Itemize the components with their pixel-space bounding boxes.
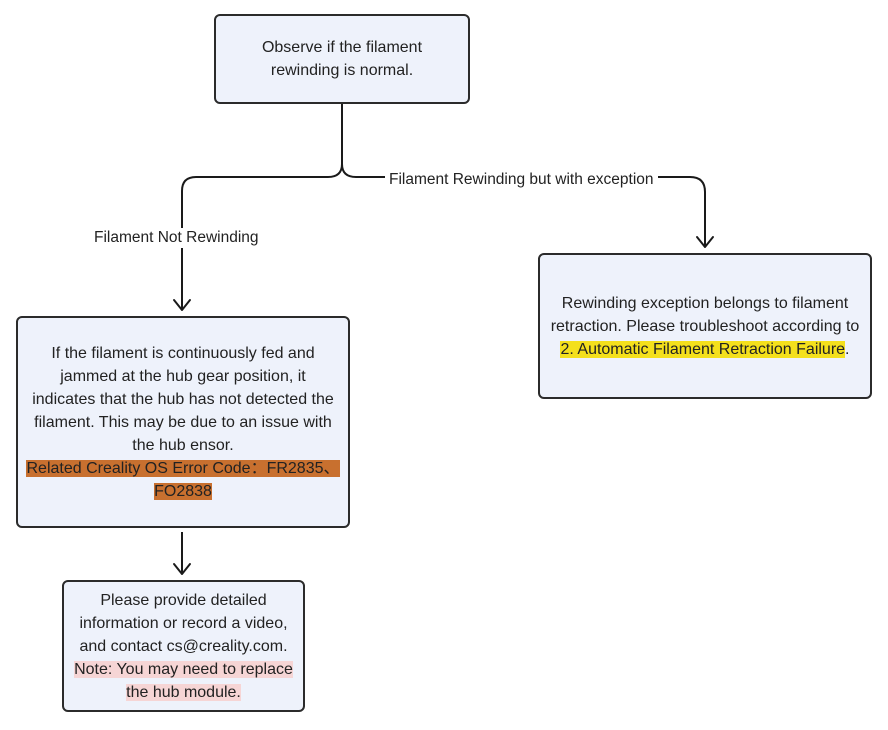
edge-label-exception: Filament Rewinding but with exception [385, 170, 658, 190]
connector-branch-right [341, 163, 706, 247]
error-code-line-1: Related Creality OS Error Code：FR2835、 [26, 457, 340, 480]
error-code-highlight-2: FO2838 [154, 482, 212, 500]
node-observe: Observe if the filament rewinding is nor… [214, 14, 470, 104]
edge-label-not-rewinding: Filament Not Rewinding [90, 228, 263, 248]
retraction-text-suffix: . [845, 340, 850, 358]
arrowhead-retraction [696, 236, 714, 248]
error-code-line-2: FO2838 [154, 480, 212, 503]
node-retraction-text: Rewinding exception belongs to filament … [548, 292, 862, 361]
error-code-highlight-1: Related Creality OS Error Code：FR2835、 [26, 459, 340, 477]
node-contact-text: Please provide detailed information or r… [79, 591, 288, 655]
connector-branch-left [181, 163, 343, 310]
node-retraction: Rewinding exception belongs to filament … [538, 253, 872, 399]
node-observe-text: Observe if the filament rewinding is nor… [261, 39, 423, 79]
note-highlight-2: the hub module. [126, 683, 241, 701]
note-line-2: the hub module. [126, 681, 241, 704]
retraction-text-prefix: Rewinding exception belongs to filament … [550, 294, 860, 335]
arrowhead-contact [173, 563, 191, 575]
arrowhead-hub-issue [173, 299, 191, 311]
node-hub-issue: If the filament is continuously fed and … [16, 316, 350, 528]
note-line-1: Note: You may need to replace [74, 658, 293, 681]
note-highlight-1: Note: You may need to replace [74, 660, 293, 678]
node-hub-issue-text: If the filament is continuously fed and … [32, 344, 334, 454]
node-contact: Please provide detailed information or r… [62, 580, 305, 712]
retraction-failure-link[interactable]: 2. Automatic Filament Retraction Failure [560, 340, 846, 358]
